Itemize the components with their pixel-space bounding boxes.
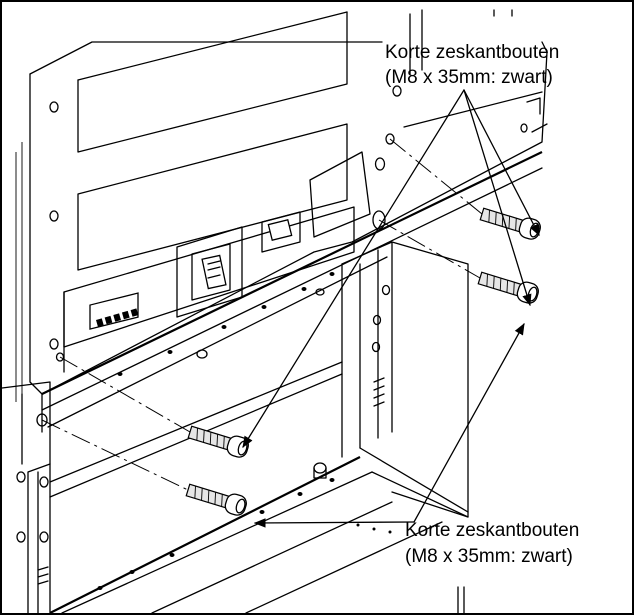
callout-top-line1: Korte zeskantbouten [385, 42, 559, 63]
callout-arrows [242, 89, 540, 528]
screw-bottom-left-2 [41, 419, 247, 516]
screw-top-right-2 [378, 219, 539, 304]
equipment-unit [15, 9, 548, 433]
callout-top: Korte zeskantbouten (M8 x 35mm: zwart) [385, 42, 559, 88]
callout-bottom: Korte zeskantbouten (M8 x 35mm: zwart) [405, 520, 579, 567]
rack-frame [2, 241, 469, 613]
callout-top-line2: (M8 x 35mm: zwart) [385, 67, 553, 88]
callout-bottom-line1: Korte zeskantbouten [405, 520, 579, 541]
callout-bottom-line2: (M8 x 35mm: zwart) [405, 546, 573, 567]
